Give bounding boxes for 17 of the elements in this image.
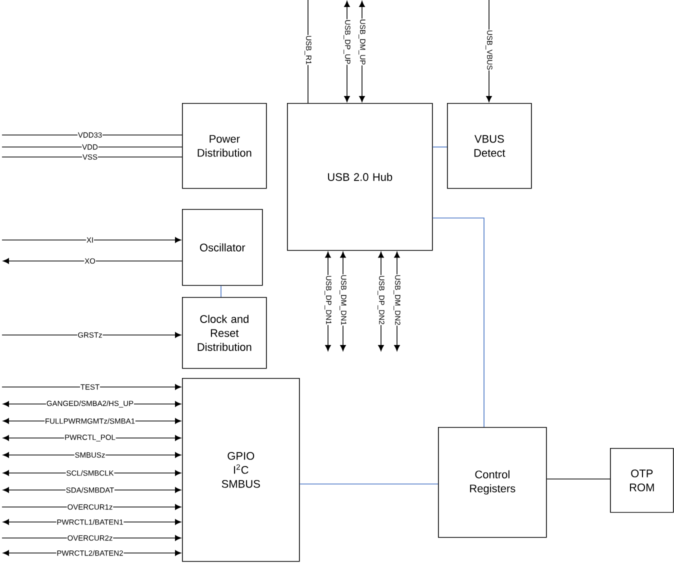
- block-box: VBUS Detect: [447, 103, 532, 189]
- block-box: GPIO I$^{2}$C SMBUS: [182, 378, 300, 562]
- signal-line: [2, 384, 182, 390]
- connector-line: [546, 478, 610, 480]
- connector-line: [432, 218, 484, 428]
- signal-line: [2, 237, 182, 243]
- signal-line: [2, 258, 182, 264]
- block-box: USB 2.0 Hub: [287, 103, 433, 251]
- connector-line: [220, 285, 222, 298]
- block-box: Control Registers: [438, 427, 547, 538]
- signal-line: [2, 146, 182, 148]
- connector-line: [432, 146, 448, 148]
- block-box: Clock and Reset Distribution: [182, 297, 267, 369]
- block-box: Power Distribution: [182, 103, 267, 189]
- block-box: Oscillator: [182, 209, 263, 286]
- block-box: OTP ROM: [610, 448, 674, 513]
- signal-line: [2, 156, 182, 158]
